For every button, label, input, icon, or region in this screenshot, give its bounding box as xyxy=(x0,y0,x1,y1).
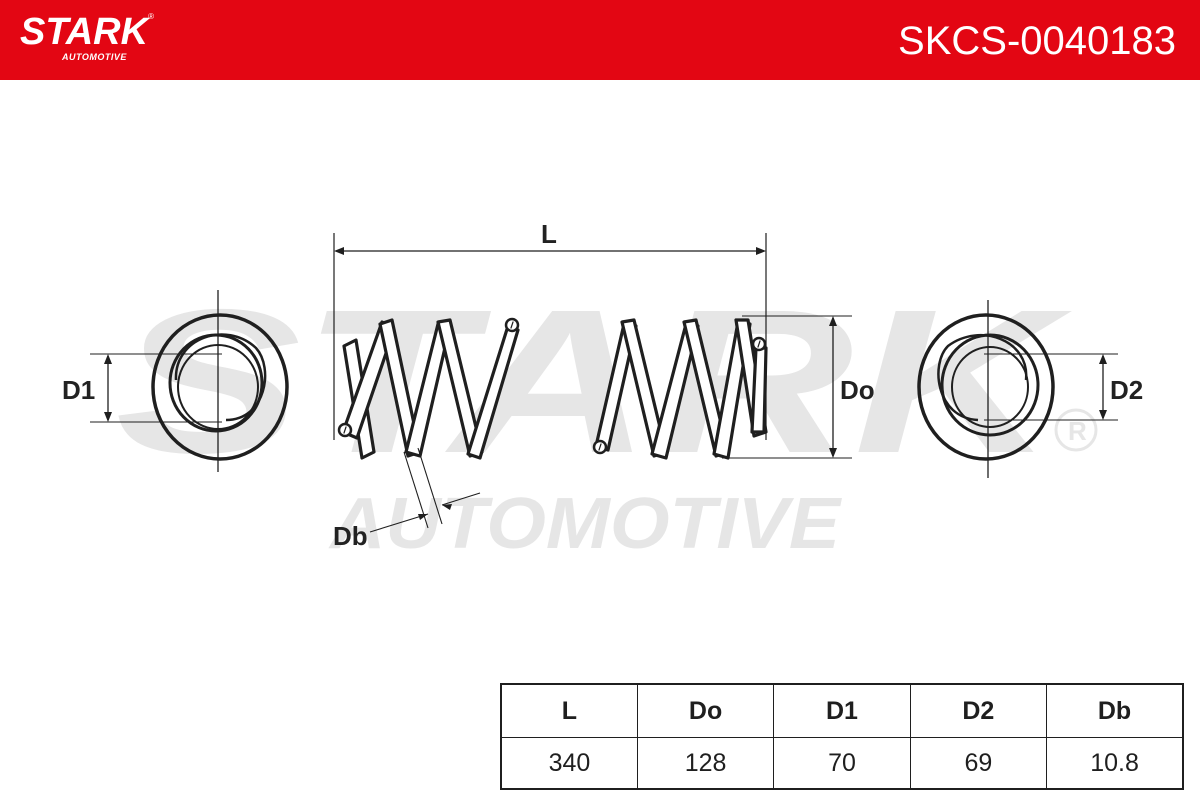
left-outer-ring xyxy=(151,313,289,461)
left-center-ring xyxy=(177,344,259,430)
watermark: STARK AUTOMOTIVE R xyxy=(115,267,1098,564)
spec-value-d2: 69 xyxy=(909,737,1048,790)
l-dimension xyxy=(333,233,767,440)
spec-header-db: Db xyxy=(1046,683,1184,738)
brand-subtitle: AUTOMOTIVE xyxy=(62,52,127,62)
spec-header-d2: D2 xyxy=(909,683,1048,738)
brand-logo: STARK® AUTOMOTIVE xyxy=(20,11,154,62)
do-dimension xyxy=(722,315,852,459)
spring-side-view xyxy=(337,317,768,460)
spec-header-l: L xyxy=(500,683,638,738)
spec-table-value-row: 340 128 70 69 10.8 xyxy=(500,737,1184,790)
label-d1: D1 xyxy=(62,375,95,405)
spec-table-header-row: L Do D1 D2 Db xyxy=(500,683,1184,738)
spec-value-do: 128 xyxy=(636,737,775,790)
spec-value-l: 340 xyxy=(500,737,638,790)
spec-header-do: Do xyxy=(636,683,775,738)
spec-header-d1: D1 xyxy=(773,683,911,738)
header-bar: STARK® AUTOMOTIVE SKCS-0040183 xyxy=(0,0,1200,80)
brand-name: STARK xyxy=(20,11,149,53)
label-do: Do xyxy=(840,375,875,405)
left-end-view xyxy=(90,290,289,472)
watermark-registered-circle xyxy=(1054,408,1098,452)
right-end-view xyxy=(917,300,1118,478)
db-dimension xyxy=(369,447,481,533)
watermark-automotive: AUTOMOTIVE xyxy=(328,484,842,564)
watermark-registered-letter: R xyxy=(1068,416,1087,446)
label-d2: D2 xyxy=(1110,375,1143,405)
spring-diagram: STARK AUTOMOTIVE R D1 xyxy=(62,219,1143,564)
part-number: SKCS-0040183 xyxy=(898,19,1176,63)
spec-table: L Do D1 D2 Db 340 128 70 69 10.8 xyxy=(500,683,1184,790)
spec-value-db: 10.8 xyxy=(1046,737,1184,790)
brand-registered-mark: ® xyxy=(148,12,154,21)
watermark-stark: STARK xyxy=(115,267,1073,496)
label-db: Db xyxy=(333,521,368,551)
spec-value-d1: 70 xyxy=(773,737,911,790)
label-l: L xyxy=(541,219,557,249)
